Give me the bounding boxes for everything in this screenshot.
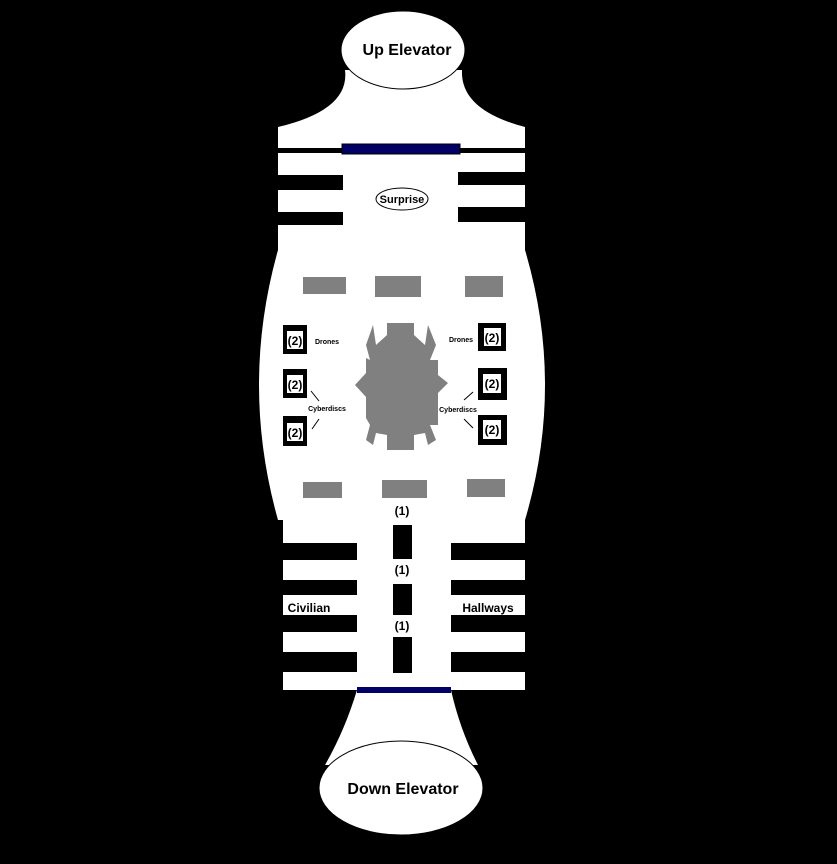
cover-objects xyxy=(303,276,505,498)
drones-label-right: Drones xyxy=(449,337,473,344)
drones-label-left: Drones xyxy=(315,339,339,346)
hallway-enemy-count-2: (1) xyxy=(395,563,410,577)
svg-text:(2): (2) xyxy=(288,334,303,348)
cyberdisc-box-left-2: (2) xyxy=(283,416,307,446)
hallway-enemy-count-3: (1) xyxy=(395,619,410,633)
drone-box-right: (2) xyxy=(478,323,506,351)
hallways-label: Hallways xyxy=(462,601,514,615)
drone-box-left: (2) xyxy=(283,325,307,354)
up-elevator-label: Up Elevator xyxy=(363,42,452,59)
cyberdiscs-label-left: Cyberdiscs xyxy=(308,406,346,413)
down-elevator[interactable] xyxy=(318,740,484,836)
svg-text:(2): (2) xyxy=(485,423,500,437)
cyberdiscs-label-right: Cyberdiscs xyxy=(439,407,477,414)
svg-text:(2): (2) xyxy=(288,378,303,392)
down-elevator-label: Down Elevator xyxy=(347,781,458,798)
surprise-label: Surprise xyxy=(380,194,425,206)
upper-walls xyxy=(278,148,525,225)
cyberdisc-box-right-2: (2) xyxy=(478,415,507,445)
svg-text:(2): (2) xyxy=(485,377,500,391)
upper-door[interactable] xyxy=(341,143,461,155)
svg-text:(2): (2) xyxy=(485,331,500,345)
svg-text:(2): (2) xyxy=(288,426,303,440)
civilian-label: Civilian xyxy=(288,601,331,615)
upper-neck xyxy=(278,70,525,127)
central-table xyxy=(355,323,448,450)
surprise-marker xyxy=(375,187,429,211)
hallway-enemy-count-1: (1) xyxy=(395,504,410,518)
cyberdisc-box-left-1: (2) xyxy=(283,369,307,398)
pointer-lines xyxy=(310,390,474,430)
up-elevator[interactable] xyxy=(340,10,466,90)
lower-door[interactable] xyxy=(357,687,451,693)
cyberdisc-box-right-1: (2) xyxy=(478,368,507,400)
lower-walls xyxy=(283,525,525,673)
